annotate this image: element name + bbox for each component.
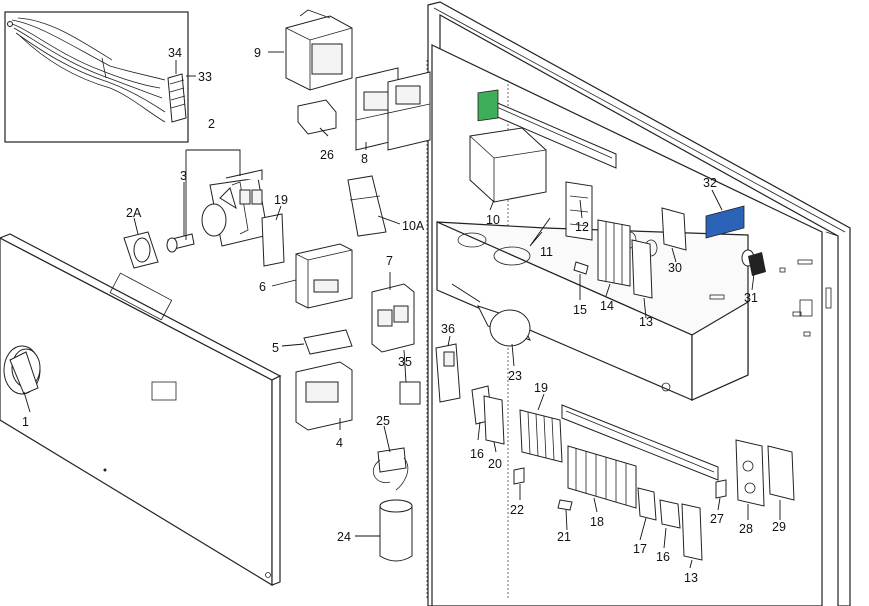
callout-32: 32 (703, 176, 717, 190)
part-12-board (565, 181, 593, 241)
part-3-shaft (166, 233, 195, 253)
callout-2A: 2A (126, 206, 142, 220)
callout-33: 33 (198, 70, 212, 84)
callout-26: 26 (320, 148, 334, 162)
callout-35: 35 (398, 355, 412, 369)
callout-34: 34 (168, 46, 182, 60)
callout-7: 7 (386, 254, 393, 268)
part-23-capacitor (451, 283, 531, 347)
part-36-base (435, 343, 461, 403)
part-13-end-bracket-lower (681, 503, 703, 561)
part-13-end-bracket-upper (631, 239, 653, 299)
part-10A-cover (347, 175, 387, 237)
leader-lines (23, 51, 781, 569)
callout-22: 22 (510, 503, 524, 517)
part-1-main-switch-handle (3, 345, 41, 395)
callout-16-right: 16 (656, 550, 670, 564)
part-10-controller (469, 89, 547, 203)
part-24-capacitor (379, 499, 413, 562)
callout-27: 27 (710, 512, 724, 526)
callout-5: 5 (272, 341, 279, 355)
part-29-cover (767, 445, 795, 501)
callout-28: 28 (739, 522, 753, 536)
callout-14: 14 (600, 299, 614, 313)
part-27-stud (715, 479, 727, 499)
din-rail-lower (561, 404, 719, 481)
part-32-label (705, 205, 745, 239)
callout-20: 20 (488, 457, 502, 471)
part-18-terminal-strip (567, 445, 637, 509)
part-20-plate (483, 395, 505, 445)
part-14-terminal-blocks (597, 219, 631, 287)
part-16-clip-right (659, 499, 681, 529)
part-8-contactors (355, 67, 431, 151)
callout-19-upper: 19 (274, 193, 288, 207)
part-2-main-switch (201, 169, 269, 247)
part-35-relay (399, 381, 421, 405)
callout-29: 29 (772, 520, 786, 534)
callout-30: 30 (668, 261, 682, 275)
part-4-contactor (295, 361, 353, 431)
part-19-bracket-upper (261, 213, 285, 267)
part-31-pilot-light (741, 249, 766, 276)
part-22-stud (513, 467, 525, 485)
part-25-resistor (372, 447, 409, 491)
part-2A-adapter (123, 231, 159, 269)
callout-10A: 10A (402, 219, 425, 233)
part-5-auxiliary-block (303, 329, 353, 355)
part-28-holder (735, 439, 765, 507)
callout-1: 1 (22, 415, 29, 429)
callout-13-upper: 13 (639, 315, 653, 329)
callout-3: 3 (180, 169, 187, 183)
callout-2: 2 (208, 117, 215, 131)
callout-24: 24 (337, 530, 351, 544)
part-9-transformer (285, 9, 353, 91)
front-door-panel (0, 233, 282, 587)
callout-11: 11 (540, 245, 553, 259)
part-21-clip (557, 499, 573, 511)
part-7-circuit-breaker (371, 283, 415, 353)
callout-13-lower: 13 (684, 571, 698, 585)
callout-25: 25 (376, 414, 390, 428)
mounting-plate (436, 221, 749, 401)
callout-9: 9 (254, 46, 261, 60)
callout-16-left: 16 (470, 447, 484, 461)
callout-10: 10 (486, 213, 500, 227)
callout-18: 18 (590, 515, 604, 529)
callout-36: 36 (441, 322, 455, 336)
callout-21: 21 (557, 530, 571, 544)
callout-17: 17 (633, 542, 647, 556)
part-26-module (297, 99, 337, 135)
callout-31: 31 (744, 291, 758, 305)
part-17-end-plate (637, 487, 657, 521)
inset-cable-harness (4, 11, 189, 143)
callout-labels: 34 33 2 3 2A 19 9 26 8 10A 6 5 4 7 35 25… (22, 46, 786, 585)
panel-slots (779, 259, 832, 337)
callout-23: 23 (508, 369, 522, 383)
part-6-motor-protector (295, 243, 353, 309)
part-30-bracket (661, 207, 687, 251)
part-19-terminal-group (519, 409, 563, 463)
callout-6: 6 (259, 280, 266, 294)
callout-12: 12 (575, 220, 589, 234)
part-15-stud (573, 261, 589, 275)
callout-8: 8 (361, 152, 368, 166)
callout-15: 15 (573, 303, 587, 317)
callout-4: 4 (336, 436, 343, 450)
callout-19-lower: 19 (534, 381, 548, 395)
